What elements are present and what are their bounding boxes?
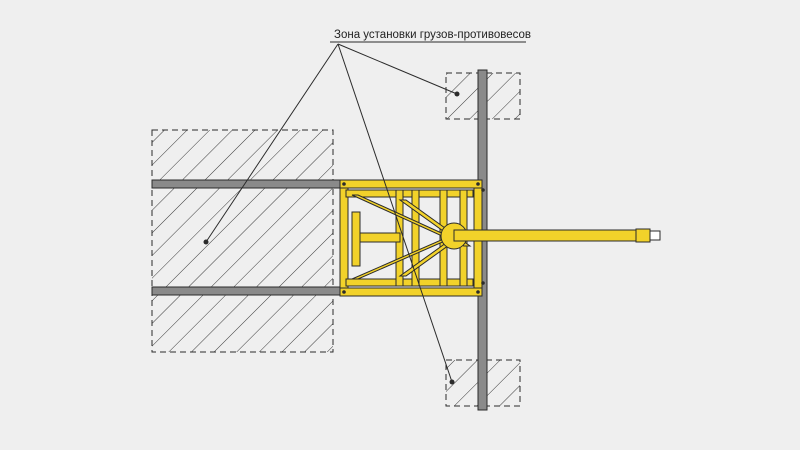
callout-label: Зона установки грузов-противовесов <box>334 29 531 41</box>
callout-leaders <box>205 41 526 383</box>
frame-bolts <box>342 182 485 294</box>
callout-dots <box>203 91 460 385</box>
rail-bottom <box>151 286 346 296</box>
rail-top <box>151 179 346 189</box>
counterweight-zone-large <box>151 129 334 353</box>
yellow-frame <box>339 179 661 297</box>
